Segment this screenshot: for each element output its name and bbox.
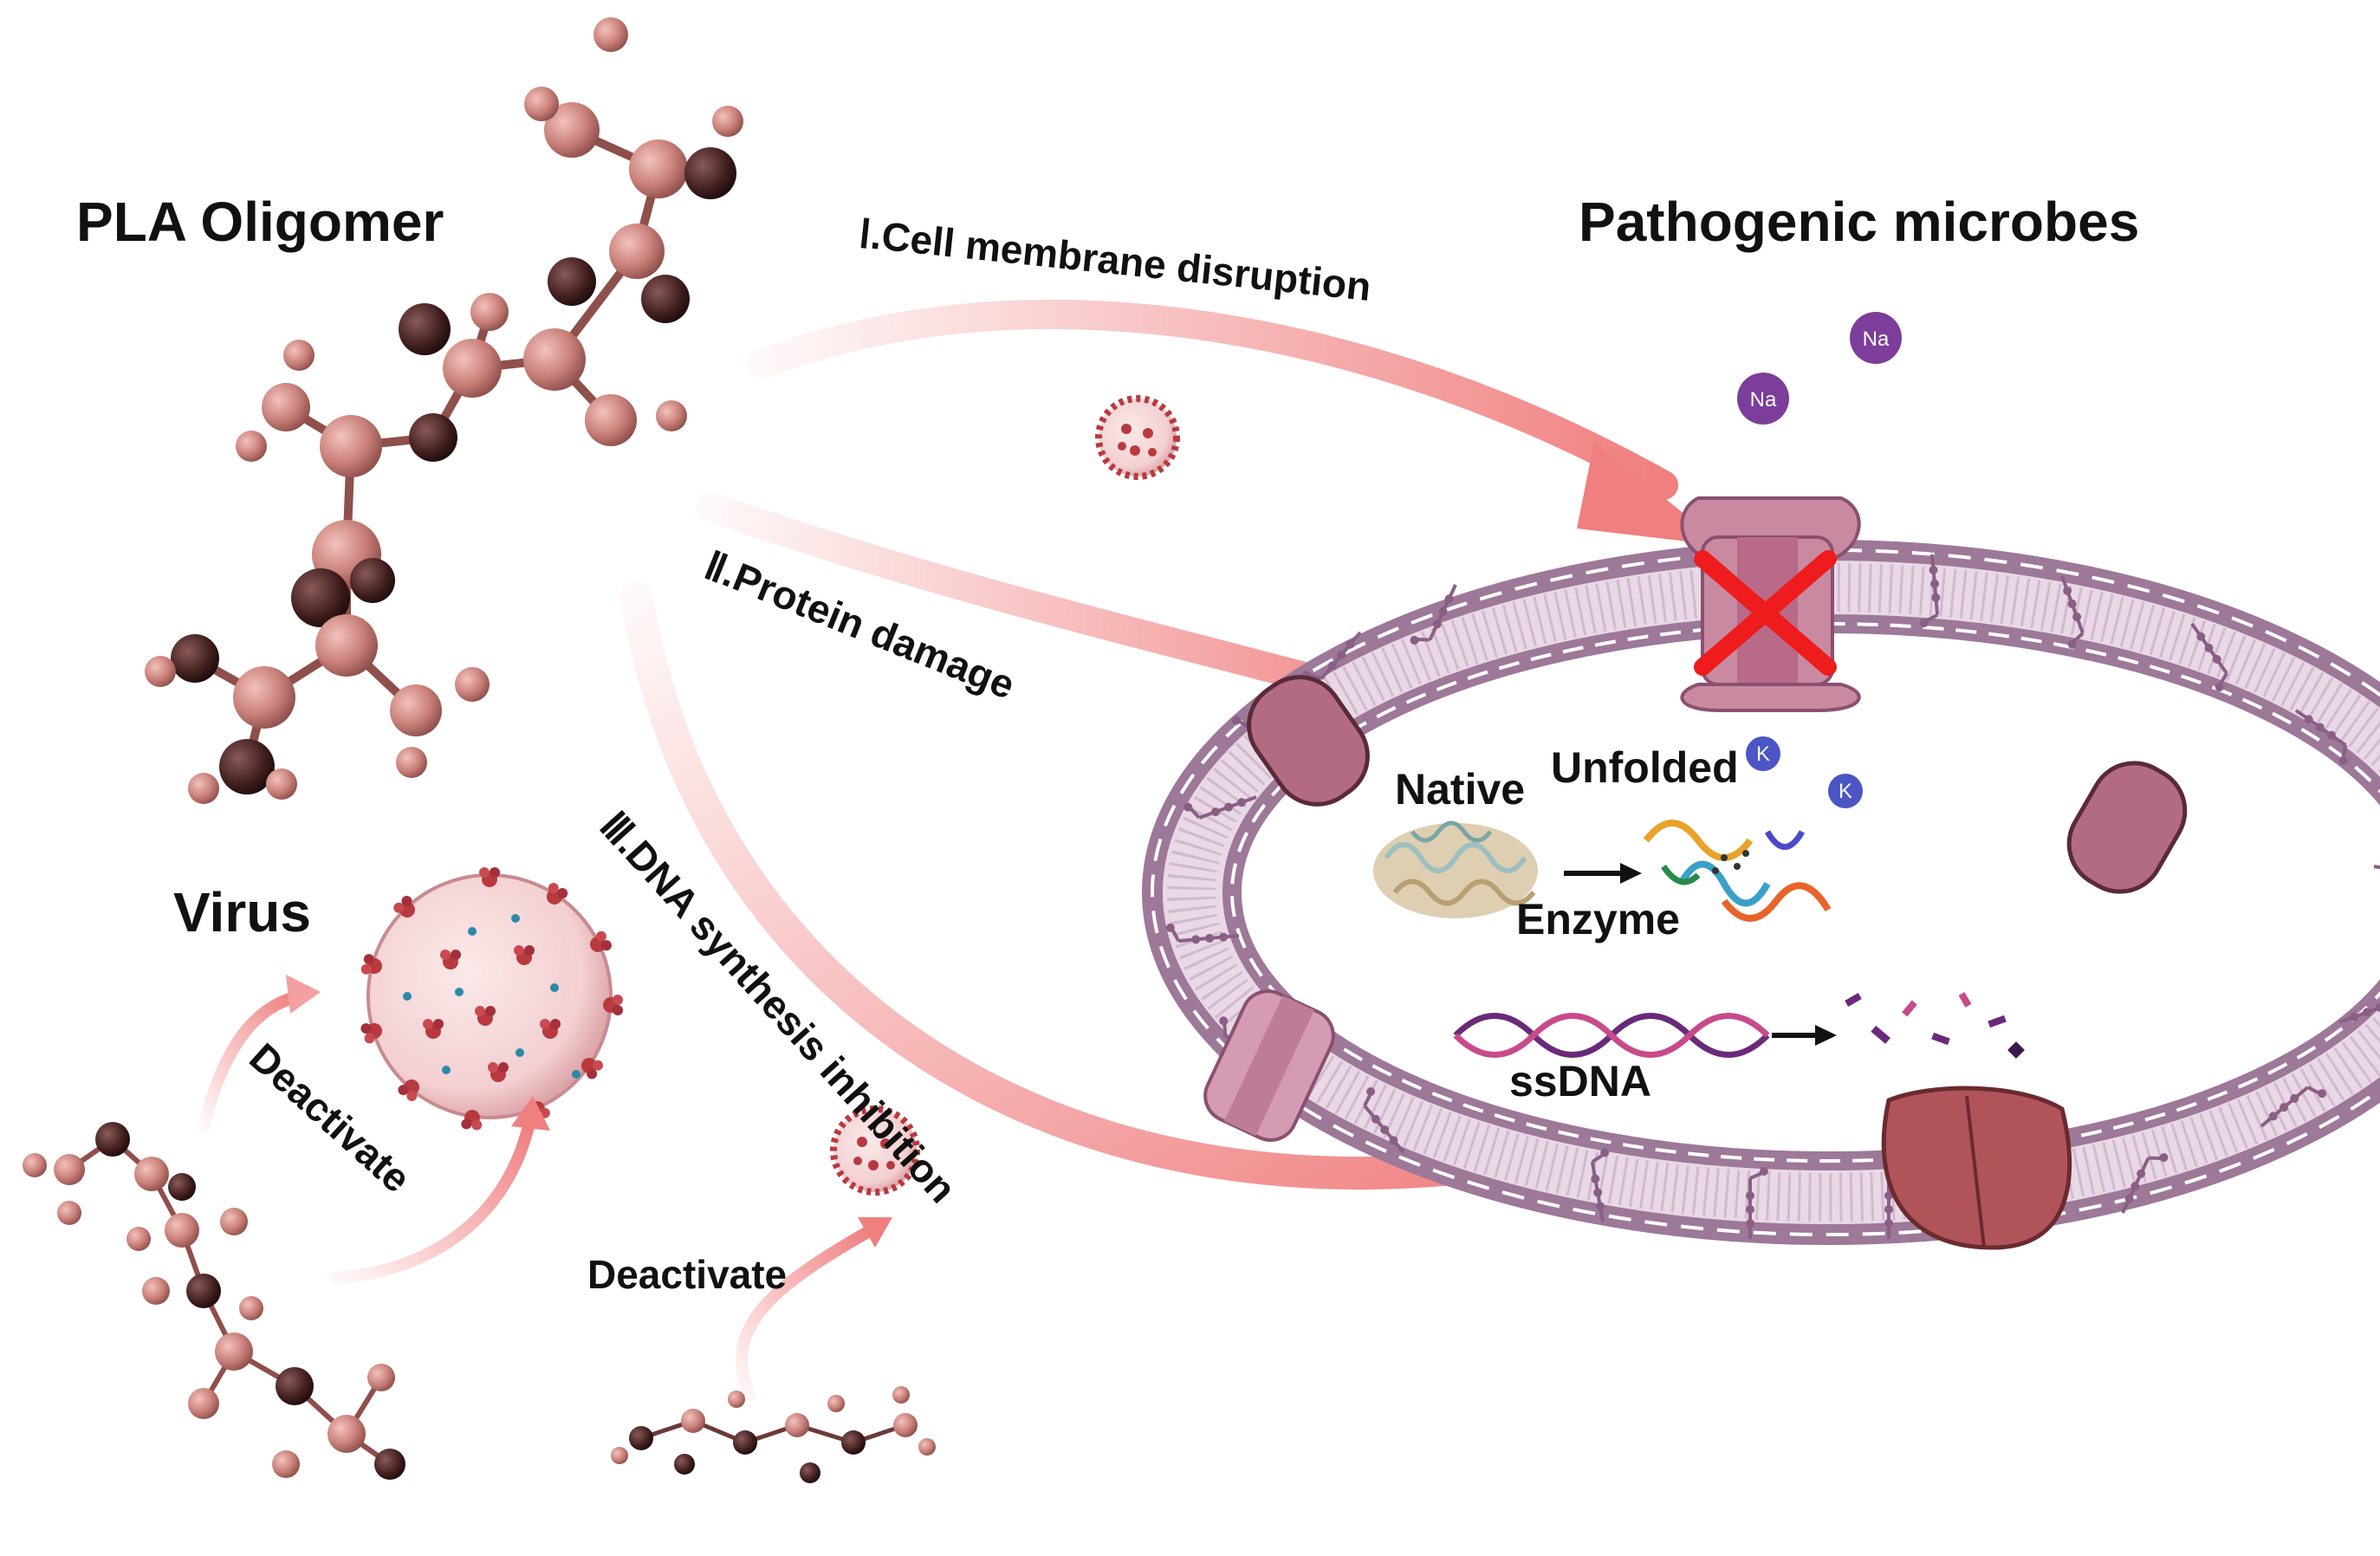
mechanism-dna-label: Ⅲ.DNA synthesis inhibition — [592, 803, 966, 1211]
reaction-arrow — [1564, 863, 1642, 884]
ion-label: Na — [1863, 327, 1890, 351]
virus-title: Virus — [173, 881, 311, 943]
channel-left-upper — [1247, 675, 1370, 807]
sodium-ion: Na — [1850, 312, 1902, 364]
virus-small-top — [1095, 395, 1180, 480]
dna-helix — [1453, 1013, 1770, 1058]
unfolded-protein — [1643, 820, 1832, 922]
ions: Na Na K K — [1737, 312, 1902, 808]
ion-label: K — [1756, 742, 1770, 766]
arrow-dna-inhibition — [620, 581, 1619, 1190]
channel-left-lower — [1203, 989, 1335, 1142]
channel-right — [2066, 761, 2188, 894]
sodium-ion: Na — [1737, 373, 1789, 425]
virus-large — [359, 867, 623, 1131]
mechanism-membrane-label: Ⅰ.Cell membrane disruption — [857, 211, 1373, 309]
native-label: Native — [1395, 765, 1525, 814]
enzyme-label: Enzyme — [1516, 895, 1680, 943]
virus-dots — [403, 914, 580, 1079]
block-x-icon — [1694, 550, 1837, 676]
native-protein — [1373, 820, 1538, 918]
dna-arrow — [1772, 1025, 1837, 1046]
ion-label: K — [1839, 780, 1852, 803]
potassium-ion: K — [1828, 774, 1863, 808]
unfolded-label: Unfolded — [1551, 743, 1739, 792]
ion-label: Na — [1750, 388, 1777, 412]
potassium-ion: K — [1746, 736, 1780, 771]
virus-small-bottom — [830, 1105, 920, 1196]
pla-molecule-large — [145, 17, 743, 804]
pla-oligomer-title: PLA Oligomer — [76, 191, 444, 253]
ssdna-label: ssDNA — [1509, 1057, 1651, 1105]
deactivate-arrows — [198, 975, 892, 1401]
pathogenic-microbes-title: Pathogenic microbes — [1579, 191, 2139, 253]
arrow-membrane-disruption — [748, 299, 1678, 500]
deactivate-label-small: Deactivate — [587, 1252, 787, 1297]
dna-fragments — [1845, 992, 2025, 1059]
pla-molecule-small-bottom — [611, 1386, 936, 1483]
channel-bottom — [1881, 1086, 2072, 1250]
pla-molecule-small-left — [23, 1122, 405, 1480]
